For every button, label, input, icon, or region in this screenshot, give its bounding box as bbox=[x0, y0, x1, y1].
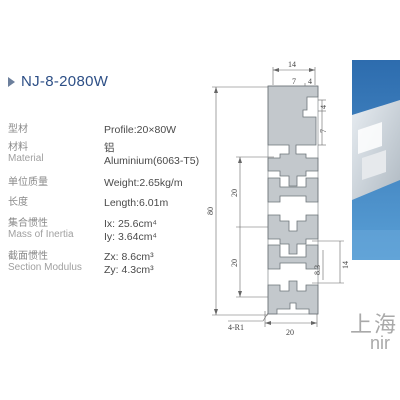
profile-drawing: 14 7 4 4 7 20 20 80 8.3 14 4-R1 20 bbox=[206, 60, 350, 337]
dim-corner-radius: 4-R1 bbox=[228, 323, 244, 332]
spec-label-en: Section Modulus bbox=[8, 262, 82, 273]
spec-label: 集合惯性 Mass of Inertia bbox=[8, 218, 74, 240]
spec-value: Profile:20×80W bbox=[104, 124, 176, 137]
spec-label-en: Material bbox=[8, 153, 44, 164]
title-arrow-icon bbox=[8, 76, 15, 87]
watermark-en: nir bbox=[370, 333, 391, 353]
spec-label-cn: 长度 bbox=[8, 197, 28, 208]
spec-value-line: Zy: 4.3cm³ bbox=[104, 264, 154, 276]
profile-outline bbox=[267, 85, 319, 315]
dim-slot-8-3: 8.3 bbox=[313, 265, 322, 275]
spec-value-line: Ix: 25.6cm⁴ bbox=[104, 218, 157, 230]
spec-value: Length:6.01m bbox=[104, 197, 168, 210]
spec-value: 铝 Aluminium(6063-T5) bbox=[104, 142, 199, 168]
spec-label-cn: 集合惯性 bbox=[8, 218, 48, 229]
dim-slot-14: 14 bbox=[341, 261, 350, 269]
spec-value-line: Length:6.01m bbox=[104, 197, 169, 209]
product-title: NJ-8-2080W bbox=[8, 73, 108, 90]
dim-pitch-2: 20 bbox=[230, 259, 239, 267]
spec-label: 长度 bbox=[8, 197, 28, 208]
spec-label: 单位质量 bbox=[8, 177, 48, 188]
product-code: NJ-8-2080W bbox=[21, 73, 109, 90]
spec-label-cn: 单位质量 bbox=[8, 177, 48, 188]
profile-photo bbox=[352, 60, 400, 260]
spec-label: 型材 bbox=[8, 124, 28, 135]
spec-label-cn: 材料 bbox=[8, 142, 28, 153]
dim-pitch-1: 20 bbox=[230, 189, 239, 197]
dim-side-7: 7 bbox=[319, 129, 328, 133]
spec-value-line: Aluminium(6063-T5) bbox=[104, 155, 200, 167]
dim-slot-4: 4 bbox=[308, 77, 312, 86]
spec-label-cn: 型材 bbox=[8, 124, 28, 135]
dim-base-width: 20 bbox=[286, 328, 294, 337]
spec-value-line: 铝 bbox=[104, 142, 115, 154]
spec-value-line: Weight:2.65kg/m bbox=[104, 177, 183, 189]
spec-label-en: Mass of Inertia bbox=[8, 229, 74, 240]
spec-label-cn: 截面惯性 bbox=[8, 251, 48, 262]
spec-value-line: Zx: 8.6cm³ bbox=[104, 251, 154, 263]
spec-value: Zx: 8.6cm³ Zy: 4.3cm³ bbox=[104, 251, 154, 277]
spec-value-line: Profile:20×80W bbox=[104, 124, 177, 136]
spec-value: Weight:2.65kg/m bbox=[104, 177, 183, 190]
dim-top-width: 14 bbox=[288, 60, 296, 69]
dim-slot-7: 7 bbox=[292, 77, 296, 86]
spec-value: Ix: 25.6cm⁴ Iy: 3.64cm⁴ bbox=[104, 218, 157, 244]
spec-label: 截面惯性 Section Modulus bbox=[8, 251, 82, 273]
spec-label: 材料 Material bbox=[8, 142, 44, 164]
spec-value-line: Iy: 3.64cm⁴ bbox=[104, 231, 157, 243]
dim-side-4: 4 bbox=[319, 105, 328, 109]
watermark-cn: 上海 bbox=[350, 312, 399, 337]
dim-overall-height: 80 bbox=[206, 207, 215, 215]
